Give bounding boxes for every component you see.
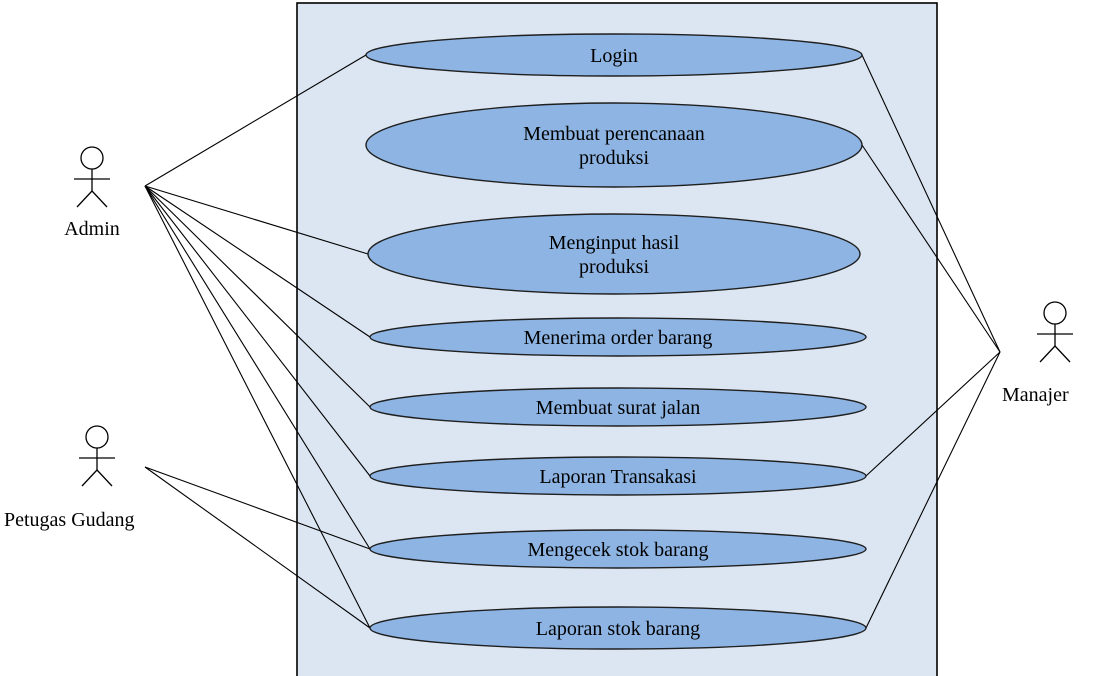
- stick-figure-icon: [1037, 301, 1073, 363]
- stick-figure-icon: [74, 146, 110, 208]
- actor-label: Admin: [64, 218, 120, 240]
- use-case-ellipse: [369, 529, 867, 569]
- associations: [144, 54, 1001, 629]
- association-admin-cek: [144, 185, 371, 550]
- use-case-label: Menerima order barang: [524, 327, 713, 349]
- use-case-ellipse: [365, 102, 863, 188]
- actor-petugas: Petugas Gudang: [4, 425, 135, 531]
- association-admin-surat: [144, 185, 371, 408]
- use-case-label: produksi: [579, 256, 649, 278]
- use-case-label: Login: [590, 45, 638, 67]
- association-petugas-cek: [144, 466, 371, 550]
- association-manajer-login: [861, 54, 1001, 353]
- use-case-login: Login: [365, 33, 863, 77]
- use-case-label: Menginput hasil: [549, 232, 680, 254]
- use-case-stok: Laporan stok barang: [369, 606, 867, 650]
- association-admin-transaksi: [144, 185, 371, 477]
- use-case-label: Laporan stok barang: [536, 618, 700, 640]
- association-admin-hasil: [144, 185, 369, 255]
- use-case-ellipse: [367, 213, 861, 295]
- association-admin-stok: [144, 185, 371, 629]
- use-case-label: Laporan Transakasi: [539, 466, 697, 488]
- use-case-ellipse: [369, 387, 867, 427]
- association-manajer-transaksi: [865, 351, 1001, 477]
- use-case-label: produksi: [579, 147, 649, 169]
- actor-label: Manajer: [1002, 384, 1069, 406]
- use-case-surat: Membuat surat jalan: [369, 387, 867, 427]
- use-case-label: Mengecek stok barang: [527, 539, 708, 561]
- association-admin-order: [144, 185, 371, 338]
- association-petugas-stok: [144, 466, 371, 629]
- actor-admin: Admin: [64, 146, 120, 240]
- use-case-label: Membuat surat jalan: [536, 397, 700, 419]
- use-case-ellipse: [369, 456, 867, 496]
- use-case-ellipse: [365, 33, 863, 77]
- association-manajer-perencanaan: [861, 144, 1001, 353]
- stick-figure-icon: [79, 425, 115, 487]
- use-case-transaksi: Laporan Transakasi: [369, 456, 867, 496]
- use-case-label: Membuat perencanaan: [523, 123, 705, 145]
- use-case-ellipse: [369, 606, 867, 650]
- association-manajer-stok: [865, 351, 1001, 629]
- use-case-ellipse: [369, 317, 867, 357]
- actor-manajer: Manajer: [1002, 301, 1073, 406]
- actor-label: Petugas Gudang: [4, 509, 135, 531]
- use-case-cek: Mengecek stok barang: [369, 529, 867, 569]
- use-case-order: Menerima order barang: [369, 317, 867, 357]
- association-admin-login: [144, 54, 367, 187]
